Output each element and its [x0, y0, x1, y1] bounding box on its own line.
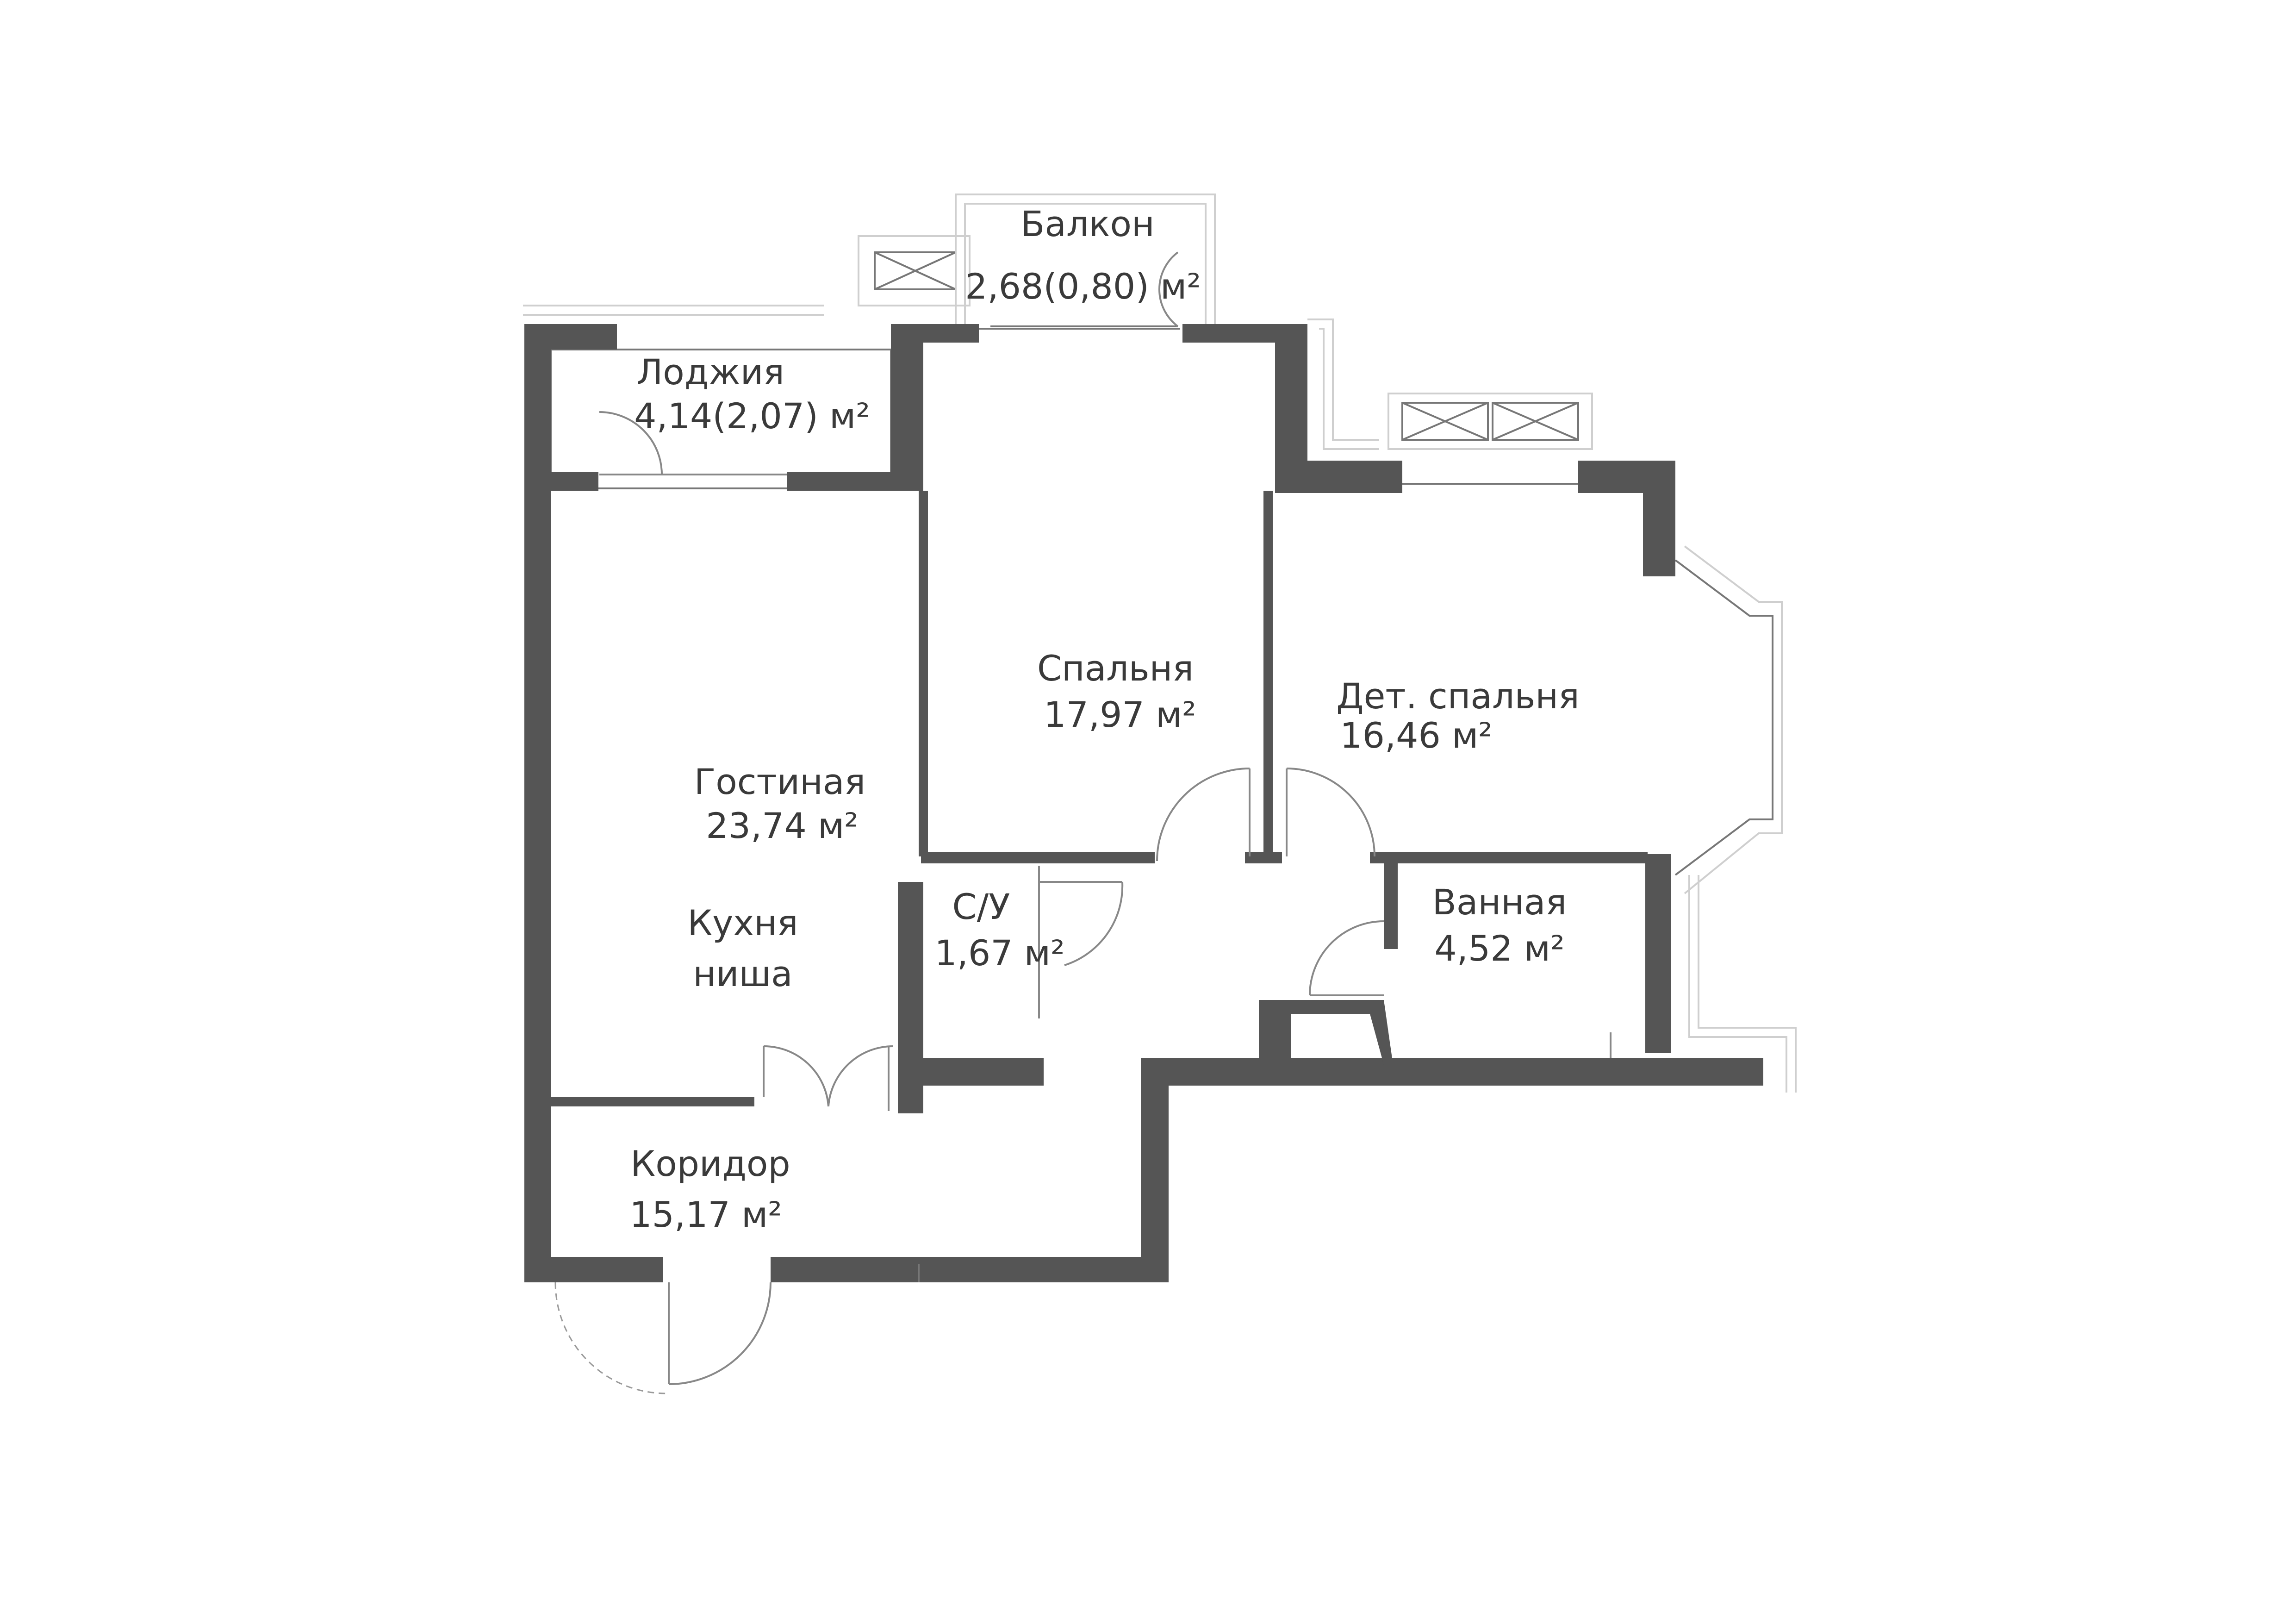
- balcony-area: 2,68(0,80) м²: [965, 266, 1201, 307]
- wall-corridor-bottom-right: [771, 1257, 1164, 1282]
- living-room-name: Гостиная: [694, 761, 865, 802]
- wall-living-bedroom: [919, 491, 928, 856]
- wall-corridor-right: [1141, 1058, 1169, 1282]
- bedroom-name: Спальня: [1037, 648, 1194, 689]
- loggia-area: 4,14(2,07) м²: [634, 395, 870, 437]
- balcony-name: Балкон: [1020, 203, 1154, 244]
- living-room-area: 23,74 м²: [706, 805, 859, 846]
- wall-corridor-bottom-left: [524, 1257, 663, 1282]
- bedroom-area: 17,97 м²: [1044, 694, 1196, 735]
- wall-wc-bottom: [898, 1058, 1044, 1086]
- wall-kids-bottom: [1370, 852, 1648, 863]
- wall-bedroom-kids: [1263, 491, 1273, 856]
- wall-bedroom-top-left: [905, 324, 979, 343]
- loggia-name: Лоджия: [636, 351, 784, 393]
- wall-corridor-left: [524, 1111, 550, 1278]
- outline-lines: [523, 194, 1797, 1093]
- kids-bedroom-name: Дет. спальня: [1336, 675, 1580, 717]
- wall-kids-corner: [1578, 461, 1675, 576]
- wall-shaft: [1259, 1000, 1393, 1065]
- kitchen-label-line1: Кухня: [687, 902, 798, 943]
- corridor-name: Коридор: [630, 1143, 790, 1184]
- walls: [524, 324, 1763, 1282]
- corridor-area: 15,17 м²: [629, 1194, 782, 1235]
- room-labels: Балкон 2,68(0,80) м² Лоджия 4,14(2,07) м…: [629, 203, 1580, 1235]
- wall-bedroom-bottom-right: [1245, 852, 1282, 863]
- kids-bedroom-area: 16,46 м²: [1340, 715, 1493, 756]
- wall-bath-left: [1384, 856, 1398, 949]
- bathroom-area: 4,52 м²: [1434, 928, 1564, 969]
- wall-living-bottom: [548, 1097, 754, 1106]
- wall-bath-right: [1645, 854, 1671, 1053]
- wall-loggia-bottom-right: [787, 472, 909, 491]
- wall-loggia-bottom-left: [524, 472, 598, 491]
- wall-loggia-top: [524, 324, 617, 350]
- doors: [554, 251, 1612, 1394]
- wall-stepped-top: [1275, 324, 1402, 493]
- wall-bedroom-bottom: [921, 852, 1155, 863]
- wall-bath-bottom: [1259, 1058, 1763, 1086]
- wall-loggia-right: [891, 324, 923, 491]
- bathroom-name: Ванная: [1432, 881, 1567, 923]
- wc-name: С/У: [952, 886, 1010, 927]
- wc-area: 1,67 м²: [934, 932, 1064, 974]
- kitchen-label-line2: ниша: [693, 953, 792, 994]
- wall-corridor-top-right: [1141, 1058, 1266, 1086]
